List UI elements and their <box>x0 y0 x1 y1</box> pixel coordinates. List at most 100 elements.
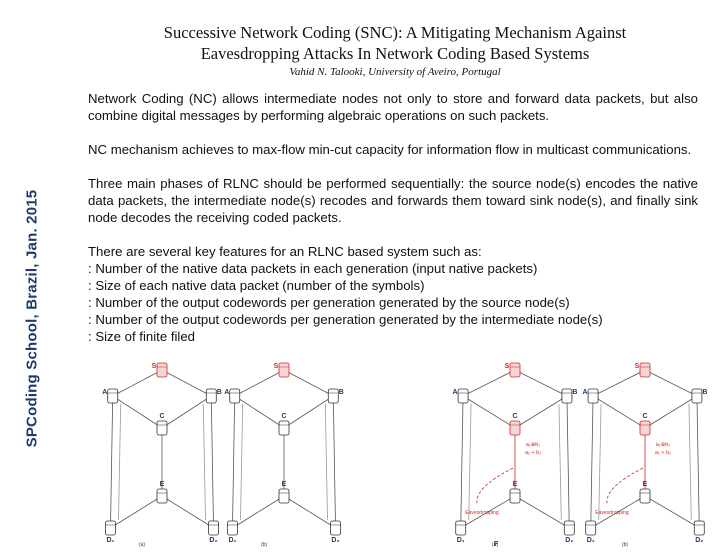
node-f-label: F <box>494 541 499 548</box>
paragraph-2: NC mechanism achieves to max-flow min-cu… <box>88 142 692 157</box>
edge-s-a <box>592 369 646 397</box>
edge-a-c <box>462 395 516 429</box>
edge-e-d2 <box>644 495 700 529</box>
edge-b-d2 <box>332 395 336 529</box>
edge-s-b <box>283 369 334 397</box>
feature-item: : Size of finite filed <box>88 329 196 344</box>
node-c-label: C <box>512 413 517 420</box>
feature-list: : Number of the native data packets in e… <box>88 260 698 345</box>
node-c-label: C <box>642 413 647 420</box>
edge-e-d1 <box>590 495 646 529</box>
node-source-label: S <box>152 363 157 370</box>
node-source-label: S <box>505 363 510 370</box>
node-c-label: C <box>281 413 286 420</box>
node-e <box>156 488 168 504</box>
feature-item: : Size of each native data packet (numbe… <box>88 278 425 293</box>
edge-a-c <box>592 395 646 429</box>
edge-s-b <box>514 369 568 397</box>
node-a-label: A <box>224 389 229 396</box>
title-line-1: Successive Network Coding (SNC): A Mitig… <box>163 23 627 42</box>
node-c <box>278 420 290 436</box>
edge-s-b <box>161 369 212 397</box>
feature-item: : Number of the output codewords per gen… <box>88 312 603 327</box>
node-c <box>156 420 168 436</box>
node-c <box>509 420 521 436</box>
body-text: Network Coding (NC) allows intermediate … <box>88 90 698 345</box>
figure-caption: (b) <box>261 542 267 548</box>
edge-s-b <box>644 369 698 397</box>
node-e-label: E <box>643 481 648 488</box>
edge-e-d1 <box>460 495 516 529</box>
node-d1-label: D₁ <box>587 537 595 544</box>
node-e <box>278 488 290 504</box>
edge-a-c <box>112 395 163 429</box>
node-d1-label: D₁ <box>107 537 115 544</box>
edge-s-a <box>462 369 516 397</box>
author-line: Vahid N. Talooki, University of Aveiro, … <box>289 66 501 78</box>
paragraph-1: Network Coding (NC) allows intermediate … <box>88 91 698 123</box>
node-d2 <box>330 520 341 536</box>
side-label: SPCoding School, Brazil, Jan. 2015 <box>12 178 52 458</box>
node-source-label: S <box>274 363 279 370</box>
node-d2 <box>693 520 705 536</box>
side-label-text: SPCoding School, Brazil, Jan. 2015 <box>23 189 41 447</box>
node-b-label: B <box>572 389 577 396</box>
node-e <box>509 488 521 504</box>
edge-label-sum: a₁ + b₁ <box>655 450 671 456</box>
paragraph-4: There are several key features for an RL… <box>88 244 482 259</box>
node-e-label: E <box>282 481 287 488</box>
edge-guide <box>202 403 206 521</box>
edge-e-d2 <box>283 495 336 529</box>
edge-s-a <box>112 369 163 397</box>
node-b <box>205 388 217 404</box>
edge-b-d2 <box>566 395 570 529</box>
edge-a-d1 <box>460 395 464 529</box>
node-a-label: A <box>453 389 458 396</box>
title-line-2: Eavesdropping Attacks In Network Coding … <box>200 44 590 63</box>
node-c <box>639 420 651 436</box>
figure-caption: (b) <box>622 542 628 548</box>
node-b <box>327 388 339 404</box>
node-e-label: E <box>513 481 518 488</box>
eavesdrop-arc <box>476 467 514 505</box>
edge-b-c <box>161 395 212 429</box>
node-a-label: A <box>583 389 588 396</box>
node-source <box>278 362 290 378</box>
node-e <box>639 488 651 504</box>
node-e-label: E <box>160 481 165 488</box>
edge-a-d1 <box>232 395 236 529</box>
node-a <box>587 388 599 404</box>
node-d1-label: D₁ <box>229 537 237 544</box>
edge-guide <box>688 403 692 521</box>
node-b-label: B <box>702 389 707 396</box>
node-a <box>229 388 241 404</box>
node-d1-label: D₁ <box>457 537 465 544</box>
edge-label-xor: a₁⊕b₁ <box>526 442 541 448</box>
node-source-label: S <box>635 363 640 370</box>
edge-s-a <box>234 369 285 397</box>
node-b-label: B <box>339 389 344 396</box>
node-d2-label: D₂ <box>331 537 339 544</box>
node-d1 <box>227 520 238 536</box>
edge-b-d2 <box>696 395 700 529</box>
edge-label-sum: a₁ + b₁ <box>525 450 541 456</box>
edge-guide <box>558 403 562 521</box>
edge-b-c <box>644 395 698 429</box>
edge-guide <box>324 403 328 521</box>
node-b <box>691 388 703 404</box>
edge-guide <box>118 403 122 521</box>
node-d2 <box>563 520 575 536</box>
edge-a-d1 <box>110 395 114 529</box>
node-d1 <box>105 520 116 536</box>
title-block: Successive Network Coding (SNC): A Mitig… <box>90 22 700 78</box>
node-source <box>639 362 651 378</box>
edge-e-d2 <box>161 495 214 529</box>
edge-a-c <box>234 395 285 429</box>
node-d2 <box>208 520 219 536</box>
node-b-label: B <box>217 389 222 396</box>
figure-caption: (a) <box>492 542 498 548</box>
edge-guide <box>468 403 472 521</box>
node-d2-label: D₂ <box>695 537 703 544</box>
edge-b-c <box>283 395 334 429</box>
